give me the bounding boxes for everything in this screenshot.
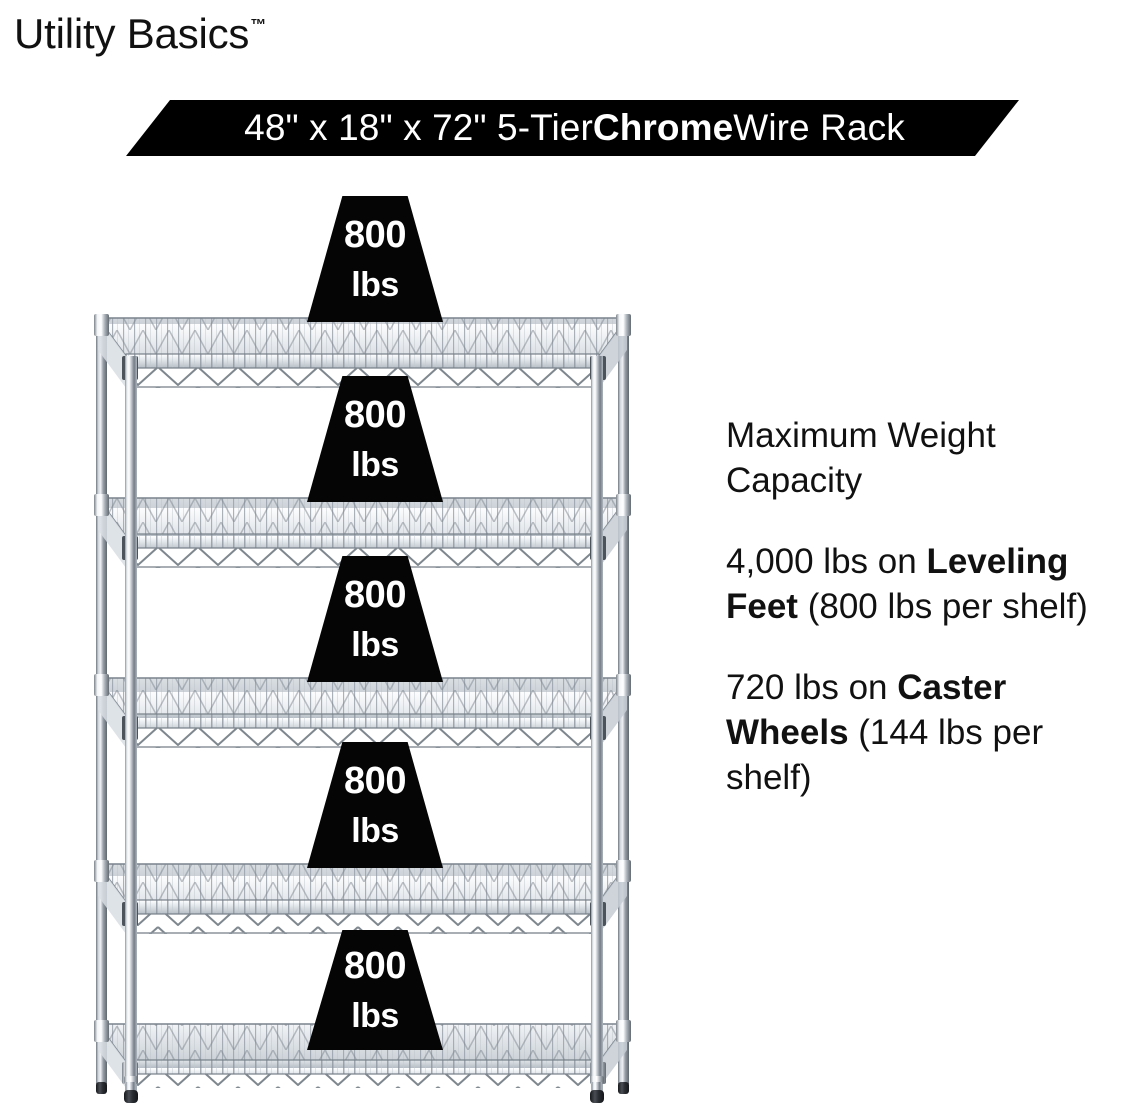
shelf-5-collar-rear-right (616, 1020, 631, 1042)
brand-wordmark: Utility Basics™ (14, 2, 266, 58)
callout-unit-1: lbs (351, 266, 399, 304)
post-front-left (125, 356, 137, 1098)
shelf-2-collar-rear-left (94, 494, 109, 516)
callout-content-4: 800 lbs (307, 742, 443, 868)
shelf-3-front-band (126, 714, 599, 728)
leveling-feet-per-shelf: (800 lbs per shelf) (797, 587, 1088, 626)
shelf-2 (94, 494, 631, 568)
leveling-foot-front-right (590, 1090, 604, 1103)
shelf-4 (94, 860, 631, 934)
callout-value-3: 800 (344, 574, 406, 616)
shelf-4-deck-truss (98, 864, 627, 902)
caster-wheels-per-shelf: (144 lbs per shelf) (726, 713, 1044, 797)
foot-shaft-rear-left (96, 1068, 107, 1084)
shelf-1-collar-rear-left (94, 314, 109, 336)
callout-unit-3: lbs (351, 626, 399, 664)
banner-title-text: 48" x 18" x 72" 5-Tier Chrome Wire Rack (126, 100, 1019, 156)
callout-value-4: 800 (344, 760, 406, 802)
shelf-4-front-band (126, 900, 599, 914)
shelf-3-collar-rear-left (94, 674, 109, 696)
caster-wheels-emphasis: Caster Wheels (726, 668, 1007, 752)
shelf-3-collar-rear-right (616, 674, 631, 696)
shelf-5-front-band (126, 1060, 599, 1074)
callout-value-5: 800 (344, 945, 406, 987)
caster-wheels-capacity-paragraph: 720 lbs on Caster Wheels (144 lbs per sh… (726, 665, 1114, 800)
shelf-3-deck-truss (98, 678, 627, 716)
caster-wheels-total: 720 lbs on (726, 668, 898, 707)
shelf-4-collar-rear-left (94, 860, 109, 882)
foot-shaft-front-left (126, 1082, 136, 1094)
leveling-foot-rear-left (96, 1082, 107, 1094)
shelf-2-deck-truss (98, 498, 627, 536)
banner-dimensions-tier: 48" x 18" x 72" 5-Tier (244, 107, 593, 148)
shelf-2-collar-rear-right (616, 494, 631, 516)
shelf-1-front-band (126, 354, 599, 368)
front-posts-group (125, 356, 603, 1098)
callout-content-2: 800 lbs (307, 376, 443, 502)
leveling-feet-group (96, 1068, 629, 1103)
shelf-5-collar-rear-left (94, 1020, 109, 1042)
wire-rack-product-illustration (78, 186, 678, 1104)
shelf-1 (94, 314, 631, 388)
capacity-callout-shelf-2: 800 lbs (307, 376, 443, 502)
foot-shaft-front-right (592, 1082, 602, 1094)
callout-unit-5: lbs (351, 997, 399, 1035)
shelf-3 (94, 674, 631, 748)
post-front-right (591, 356, 603, 1098)
callout-unit-2: lbs (351, 446, 399, 484)
shelf-2-front-band (126, 534, 599, 548)
trademark-icon: ™ (250, 17, 267, 34)
banner-finish-emphasis: Chrome (592, 107, 734, 148)
brand-name: Utility Basics (14, 10, 250, 57)
callout-value-2: 800 (344, 394, 406, 436)
callout-unit-4: lbs (351, 812, 399, 850)
banner-product-type: Wire Rack (733, 107, 905, 148)
capacity-callout-shelf-3: 800 lbs (307, 556, 443, 682)
shelf-4-under-truss (126, 914, 599, 934)
callout-value-1: 800 (344, 214, 406, 256)
capacity-callout-shelf-5: 800 lbs (307, 930, 443, 1050)
banner-background (126, 100, 1019, 156)
leveling-feet-total: 4,000 lbs on (726, 542, 927, 581)
capacity-callout-shelf-1: 800 lbs (307, 196, 443, 322)
foot-shaft-rear-right (618, 1068, 629, 1084)
callout-content-1: 800 lbs (307, 196, 443, 322)
capacity-heading: Maximum Weight Capacity (726, 416, 996, 500)
capacity-callout-shelf-4: 800 lbs (307, 742, 443, 868)
callout-content-5: 800 lbs (307, 930, 443, 1050)
shelf-4-collar-rear-right (616, 860, 631, 882)
leveling-foot-front-left (124, 1090, 138, 1103)
leveling-feet-capacity-paragraph: 4,000 lbs on Leveling Feet (800 lbs per … (726, 539, 1114, 629)
shelf-5-under-truss (126, 1074, 599, 1088)
leveling-feet-emphasis: Leveling Feet (726, 542, 1069, 626)
shelf-1-collar-rear-right (616, 314, 631, 336)
leveling-foot-rear-right (618, 1082, 629, 1094)
wire-rack-svg (94, 314, 631, 1103)
shelf-3-under-truss (126, 728, 599, 748)
weight-capacity-copy-block: Maximum Weight Capacity 4,000 lbs on Lev… (726, 413, 1114, 800)
product-title-banner: 48" x 18" x 72" 5-Tier Chrome Wire Rack (126, 100, 1019, 156)
callout-content-3: 800 lbs (307, 556, 443, 682)
shelf-1-deck-truss (98, 318, 627, 356)
